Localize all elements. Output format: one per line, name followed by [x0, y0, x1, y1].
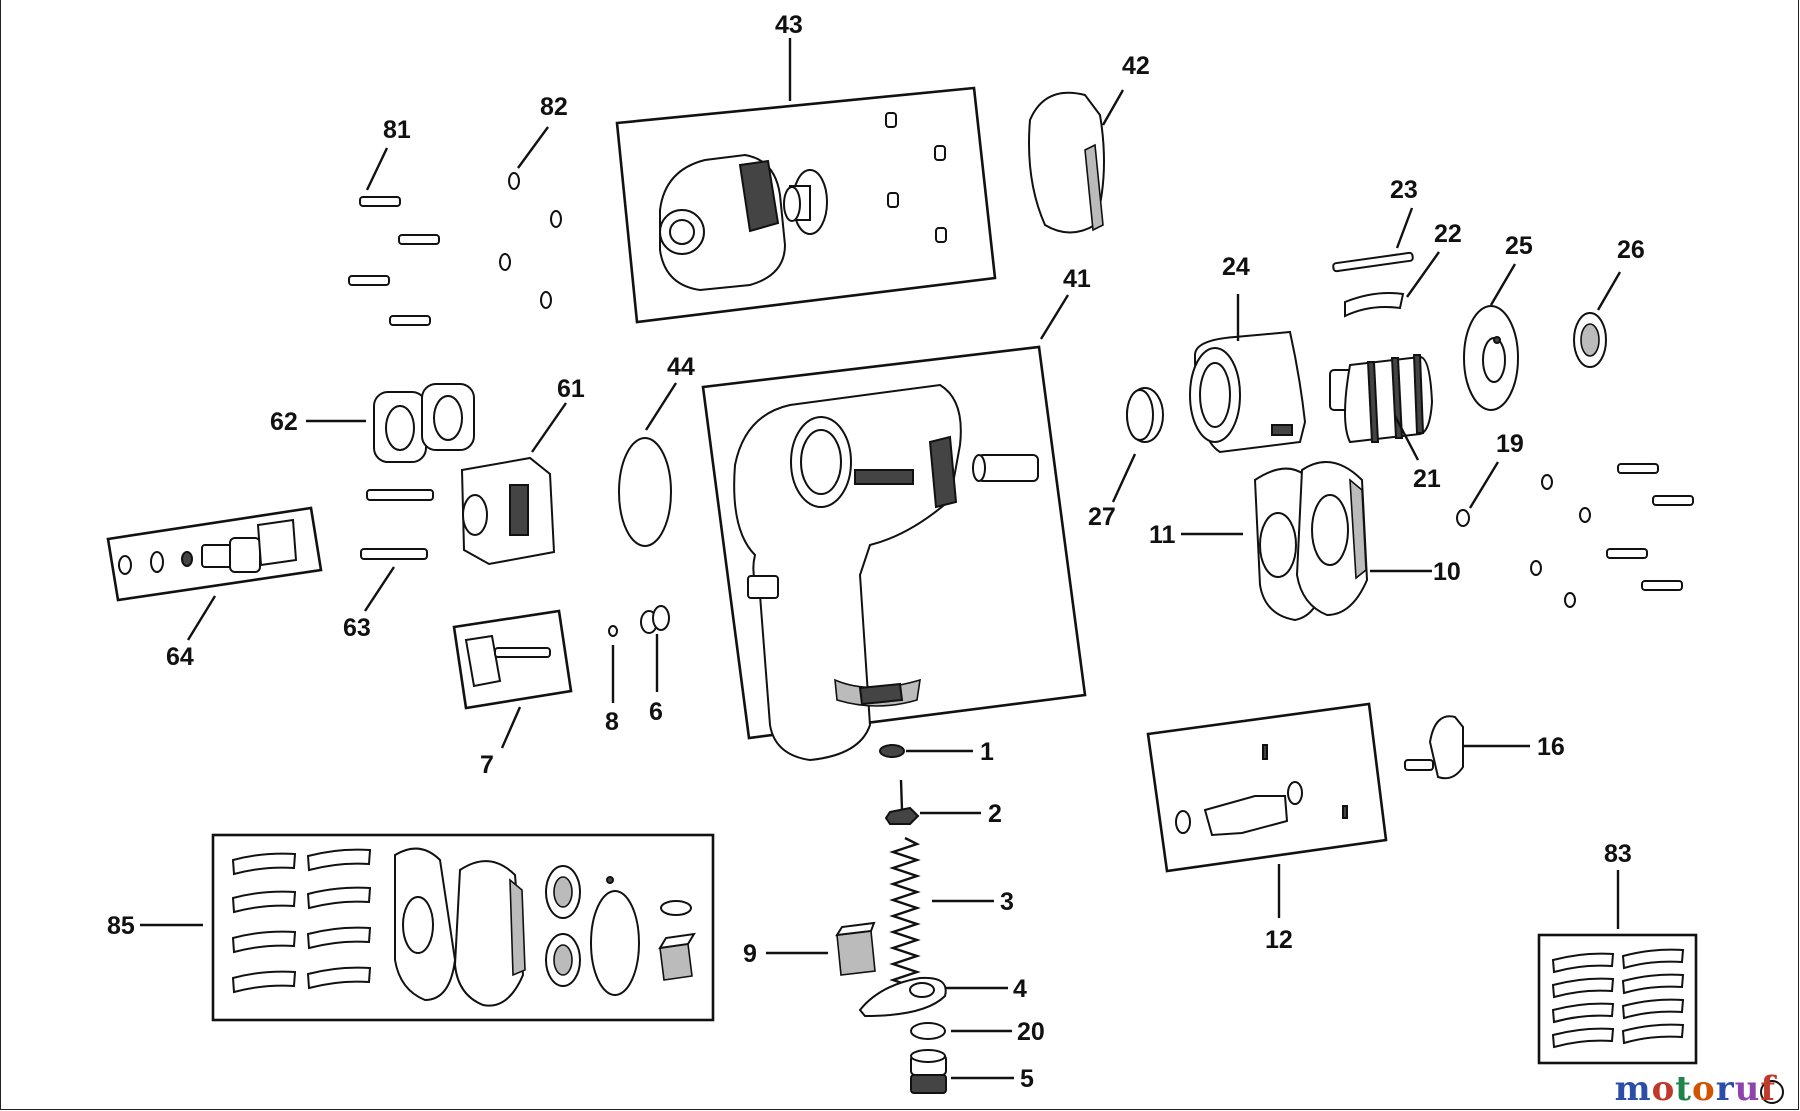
callout-3: 3 — [1000, 888, 1014, 916]
watermark-logo: motoruf — [1614, 1069, 1776, 1109]
corner-symbol — [1760, 1080, 1784, 1104]
part-21-rotor[interactable]: 21 — [1329, 354, 1441, 493]
part-25-end-plate[interactable]: 25 — [1463, 232, 1533, 411]
leader-63 — [363, 566, 396, 612]
part-63-pins[interactable]: 63 — [343, 489, 434, 642]
leader-42 — [1101, 89, 1125, 126]
leader-26 — [1596, 271, 1622, 311]
part-12-box — [1146, 702, 1388, 873]
leader-21 — [1393, 415, 1420, 461]
part-9-filter[interactable]: 9 — [743, 921, 876, 976]
leader-25 — [1489, 263, 1517, 306]
leader-81 — [365, 147, 389, 191]
part-20-o-ring[interactable]: 20 — [910, 1018, 1045, 1046]
callout-2: 2 — [988, 800, 1002, 828]
callout-16: 16 — [1537, 733, 1565, 761]
leader-82 — [517, 126, 549, 169]
callout-19: 19 — [1496, 430, 1524, 458]
part-4-deflector[interactable]: 4 — [858, 975, 1027, 1018]
callout-61: 61 — [557, 375, 585, 403]
rear-screws-washers — [1530, 463, 1694, 608]
part-19-plug[interactable]: 19 — [1456, 430, 1524, 527]
leader-61 — [531, 402, 567, 453]
callout-63: 63 — [343, 614, 371, 642]
part-7-box — [452, 609, 573, 710]
part-41-box — [701, 345, 1087, 740]
callout-12: 12 — [1265, 926, 1293, 954]
callout-23: 23 — [1390, 176, 1418, 204]
callout-10: 10 — [1433, 558, 1461, 586]
callout-83: 83 — [1604, 840, 1632, 868]
part-85-service-kit[interactable]: 85 — [107, 833, 715, 1022]
callout-24: 24 — [1222, 253, 1250, 281]
callout-1: 1 — [980, 738, 994, 766]
leader-64 — [186, 595, 217, 641]
part-83-vane-kit[interactable]: 83 — [1537, 840, 1698, 1065]
leader-19 — [1468, 461, 1500, 509]
callout-5: 5 — [1020, 1065, 1034, 1093]
callout-82: 82 — [540, 93, 568, 121]
callout-81: 81 — [383, 116, 411, 144]
part-43-kit-box — [615, 86, 997, 324]
callout-9: 9 — [743, 940, 757, 968]
leader-27 — [1111, 453, 1137, 503]
callout-22: 22 — [1434, 220, 1462, 248]
callout-25: 25 — [1505, 232, 1533, 260]
callout-41: 41 — [1063, 265, 1091, 293]
part-62-hammers[interactable]: 62 — [270, 383, 475, 463]
part-16-reverse-knob[interactable]: 16 — [1404, 715, 1565, 780]
part-64-anvil-kit[interactable]: 64 — [106, 506, 323, 671]
callout-20: 20 — [1017, 1018, 1045, 1046]
callout-4: 4 — [1013, 975, 1027, 1003]
part-85-box — [211, 833, 715, 1022]
callout-21: 21 — [1413, 465, 1441, 493]
part-7-valve-kit[interactable]: 7 — [452, 609, 573, 779]
part-64-box — [106, 506, 323, 602]
part-44-o-ring[interactable]: 44 — [618, 353, 695, 547]
leader-23 — [1395, 207, 1414, 249]
part-83-box — [1537, 933, 1698, 1065]
callout-27: 27 — [1088, 503, 1116, 531]
part-42-gasket[interactable]: 42 — [1028, 52, 1150, 234]
callout-43: 43 — [775, 11, 803, 39]
callout-44: 44 — [667, 353, 695, 381]
part-27-ring[interactable]: 27 — [1088, 387, 1164, 531]
callout-26: 26 — [1617, 236, 1645, 264]
part-41-main-housing[interactable]: 41 — [701, 265, 1091, 762]
callout-62: 62 — [270, 408, 298, 436]
leader-7 — [500, 706, 522, 749]
callout-64: 64 — [166, 643, 194, 671]
part-1-seal[interactable]: 1 — [879, 738, 994, 766]
part-61-hammer-cage[interactable]: 61 — [460, 375, 585, 566]
part-6-spring-clip[interactable]: 6 — [640, 605, 670, 726]
leader-44 — [644, 382, 678, 431]
part-81-screws[interactable]: 81 — [348, 116, 440, 326]
part-8-small-ring[interactable]: 8 — [605, 625, 619, 736]
part-2-valve-stem[interactable]: 2 — [884, 779, 1002, 828]
callout-6: 6 — [649, 698, 663, 726]
part-10-rear-cover[interactable]: 10 — [1295, 461, 1461, 617]
part-22-vane[interactable]: 22 — [1344, 220, 1462, 318]
callout-42: 42 — [1122, 52, 1150, 80]
part-26-bearing[interactable]: 26 — [1573, 236, 1645, 368]
part-5-air-inlet[interactable]: 5 — [910, 1049, 1034, 1094]
part-23-pin[interactable]: 23 — [1332, 176, 1418, 273]
callout-11: 11 — [1149, 521, 1176, 549]
callout-7: 7 — [480, 751, 494, 779]
part-24-cylinder[interactable]: 24 — [1189, 253, 1307, 454]
part-12-trigger-kit[interactable]: 12 — [1146, 702, 1388, 954]
leader-22 — [1406, 251, 1440, 298]
part-3-spring[interactable]: 3 — [889, 836, 1014, 1004]
callout-8: 8 — [605, 708, 619, 736]
leader-41 — [1039, 294, 1070, 340]
part-43-front-housing-kit[interactable]: 43 — [615, 11, 997, 324]
callout-85: 85 — [107, 912, 135, 940]
part-82-washers[interactable]: 82 — [499, 93, 568, 309]
